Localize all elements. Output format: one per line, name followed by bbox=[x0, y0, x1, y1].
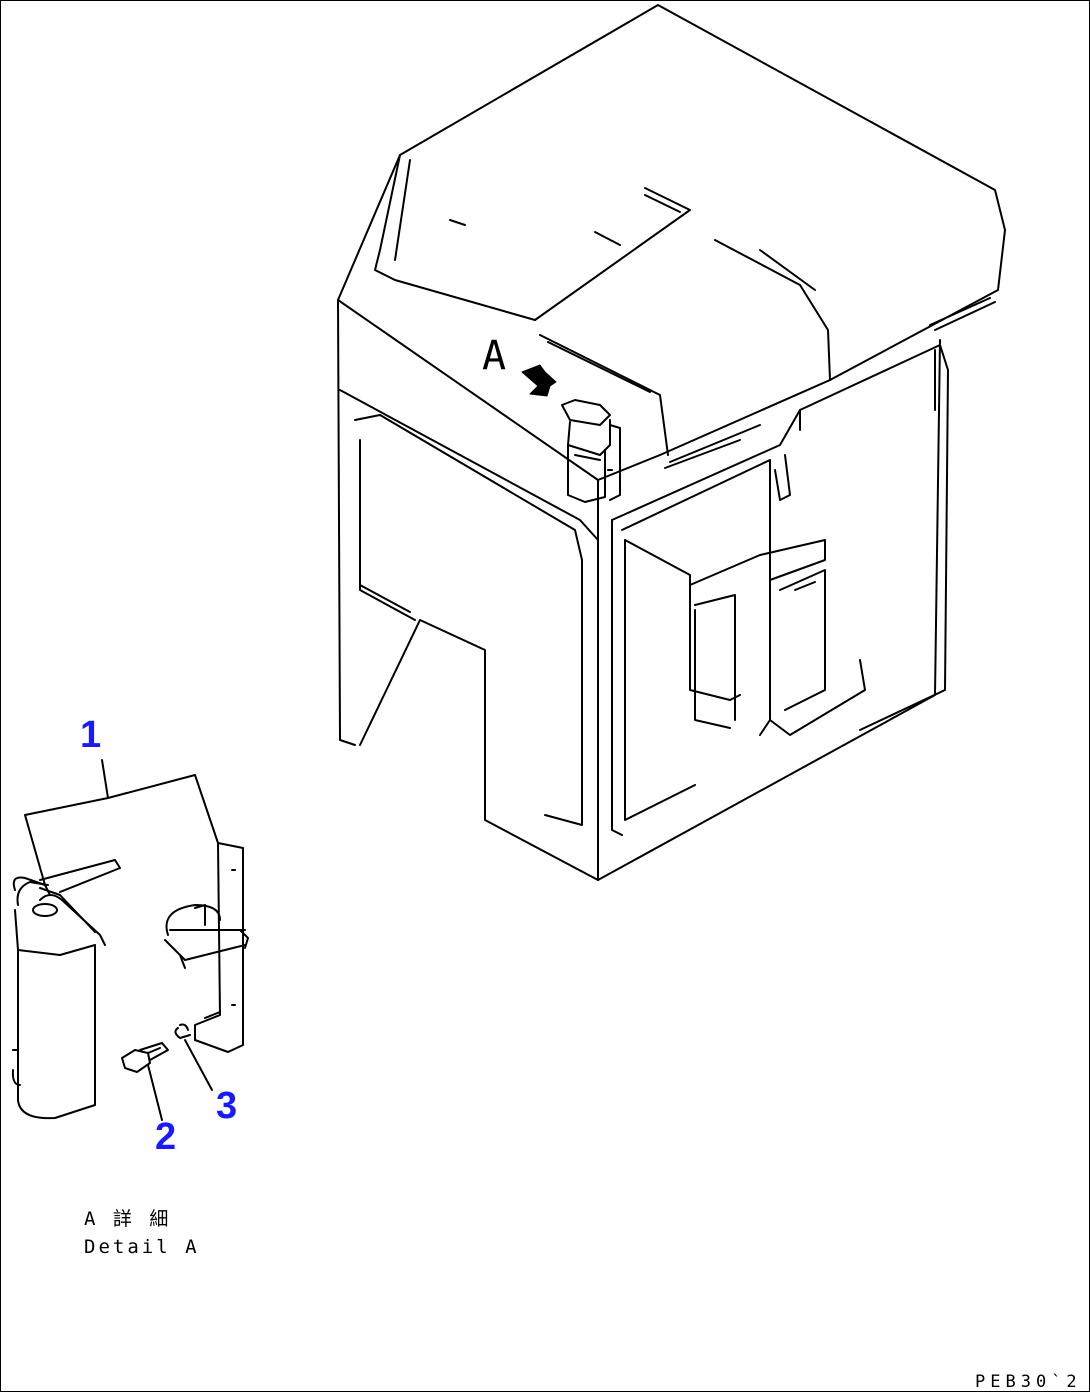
fire-extinguisher-detail bbox=[11, 859, 121, 1120]
detail-caption-en: Detail A bbox=[84, 1236, 200, 1258]
drawing-code: PEB30`2 bbox=[975, 1372, 1082, 1392]
callout-part-1: 1 bbox=[80, 714, 102, 756]
callout-part-3: 3 bbox=[216, 1085, 238, 1127]
callout-part-2: 2 bbox=[155, 1116, 177, 1158]
leader-lines bbox=[24, 759, 219, 1121]
view-a-label: A bbox=[482, 333, 507, 379]
detail-caption-jp: A 詳 細 bbox=[84, 1208, 172, 1230]
view-a-arrow bbox=[521, 364, 557, 397]
washer-detail bbox=[174, 1023, 191, 1039]
bracket-detail bbox=[164, 842, 249, 1053]
extinguisher-mounted bbox=[561, 399, 621, 503]
cab-body bbox=[337, 299, 949, 881]
seat bbox=[624, 539, 866, 736]
cab-roof bbox=[337, 4, 1006, 481]
bolt-detail bbox=[121, 1042, 169, 1073]
